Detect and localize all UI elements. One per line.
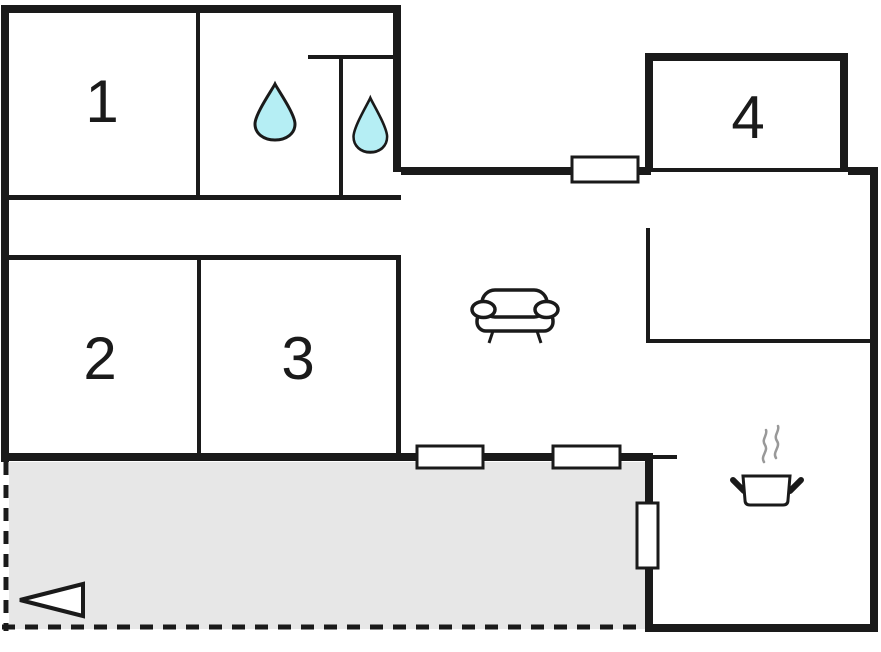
room-label-1: 1	[85, 68, 118, 135]
wall-left-outer	[1, 5, 9, 462]
room-label-2: 2	[83, 325, 116, 392]
wall-right-connector	[848, 167, 878, 175]
pot-body	[741, 474, 792, 507]
window-marker	[415, 444, 485, 470]
wall-dining-partition-horizontal	[646, 339, 874, 343]
wall-wc-vertical	[339, 55, 343, 195]
room-label-4: 4	[731, 84, 764, 151]
terrace-floor	[9, 462, 645, 629]
wall-top-block-top	[1, 5, 401, 13]
wall-kitchen-bottom	[645, 624, 878, 632]
wall-room4-right	[840, 53, 848, 172]
wall-kitchen-stub	[653, 455, 677, 459]
wall-dining-partition-vertical	[646, 228, 650, 343]
sofa-icon	[470, 288, 560, 344]
entrance-arrow-icon	[19, 581, 85, 619]
sofa-armrest-left	[470, 299, 497, 320]
wall-room1-bottom	[1, 195, 401, 200]
steam-line	[761, 428, 768, 464]
sofa-armrest-right	[533, 299, 560, 320]
wall-right-outer	[870, 167, 878, 632]
terrace	[2, 462, 645, 631]
window-marker	[635, 501, 660, 570]
cooking-pot-icon	[730, 424, 804, 507]
wall-room4-left	[645, 53, 653, 172]
pot-handles	[730, 477, 804, 494]
water-drop-icon	[352, 94, 389, 154]
wall-top-block-right	[393, 5, 401, 172]
steam-line	[773, 424, 780, 460]
water-drop-icon	[253, 80, 297, 142]
window-marker	[551, 444, 622, 470]
windows	[415, 155, 660, 570]
room-label-3: 3	[281, 325, 314, 392]
wall-wc-horizontal	[308, 55, 397, 59]
sofa-legs	[487, 330, 543, 344]
wall-mid-top	[401, 167, 651, 175]
wall-rooms23-divider	[197, 260, 201, 453]
wall-rooms23-bottom	[1, 453, 649, 461]
wall-room3-right	[396, 260, 401, 456]
wall-room4-bottom	[653, 168, 840, 172]
wall-rooms23-top	[1, 255, 401, 260]
wall-room1-bathroom-divider	[196, 13, 200, 195]
window-marker	[570, 155, 640, 184]
wall-room4-top	[645, 53, 848, 61]
